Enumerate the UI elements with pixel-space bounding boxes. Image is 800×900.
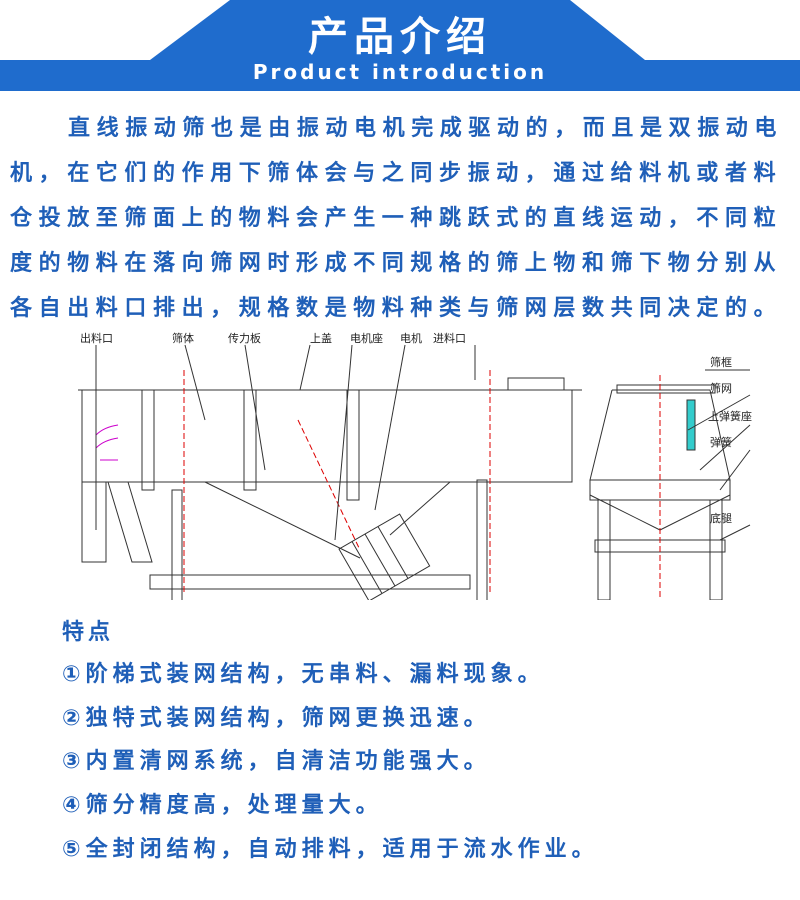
label-force-plate: 传力板: [228, 331, 261, 345]
header-banner: [0, 0, 800, 91]
label-motor-base: 电机座: [350, 331, 383, 345]
header-title: 产品介绍: [308, 14, 492, 60]
label-spring: 弹簧: [710, 435, 732, 449]
label-upper-spring-seat: 上弹簧座: [708, 409, 752, 423]
label-screen-frame: 筛框: [710, 355, 732, 369]
linear-vibrating-screen-diagram: 出料口 筛体 传力板 上盖 电机座 电机 进料口 筛框 筛网 上弹簧座 弹簧 底…: [78, 331, 752, 600]
feature-item: ③内置清网系统，自清洁功能强大。: [62, 749, 491, 774]
intro-paragraph: 直线振动筛也是由振动电机完成驱动的，而且是双振动电机，在它们的作用下筛体会与之同…: [10, 116, 784, 321]
feature-item: ④筛分精度高，处理量大。: [62, 793, 383, 818]
header-subtitle: Product introduction: [252, 60, 548, 84]
features-title: 特点: [62, 620, 115, 645]
feature-item: ①阶梯式装网结构，无串料、漏料现象。: [62, 662, 545, 687]
label-inlet: 进料口: [433, 331, 466, 345]
label-motor: 电机: [400, 331, 422, 345]
label-base-leg: 底腿: [710, 511, 732, 525]
feature-item: ⑤全封闭结构，自动排料，适用于流水作业。: [62, 837, 599, 862]
label-outlet: 出料口: [80, 331, 113, 345]
feature-item: ②独特式装网结构，筛网更换迅速。: [62, 706, 491, 731]
label-top-cover: 上盖: [310, 331, 332, 345]
label-screen-mesh: 筛网: [710, 381, 732, 395]
label-screen-body: 筛体: [172, 331, 194, 345]
